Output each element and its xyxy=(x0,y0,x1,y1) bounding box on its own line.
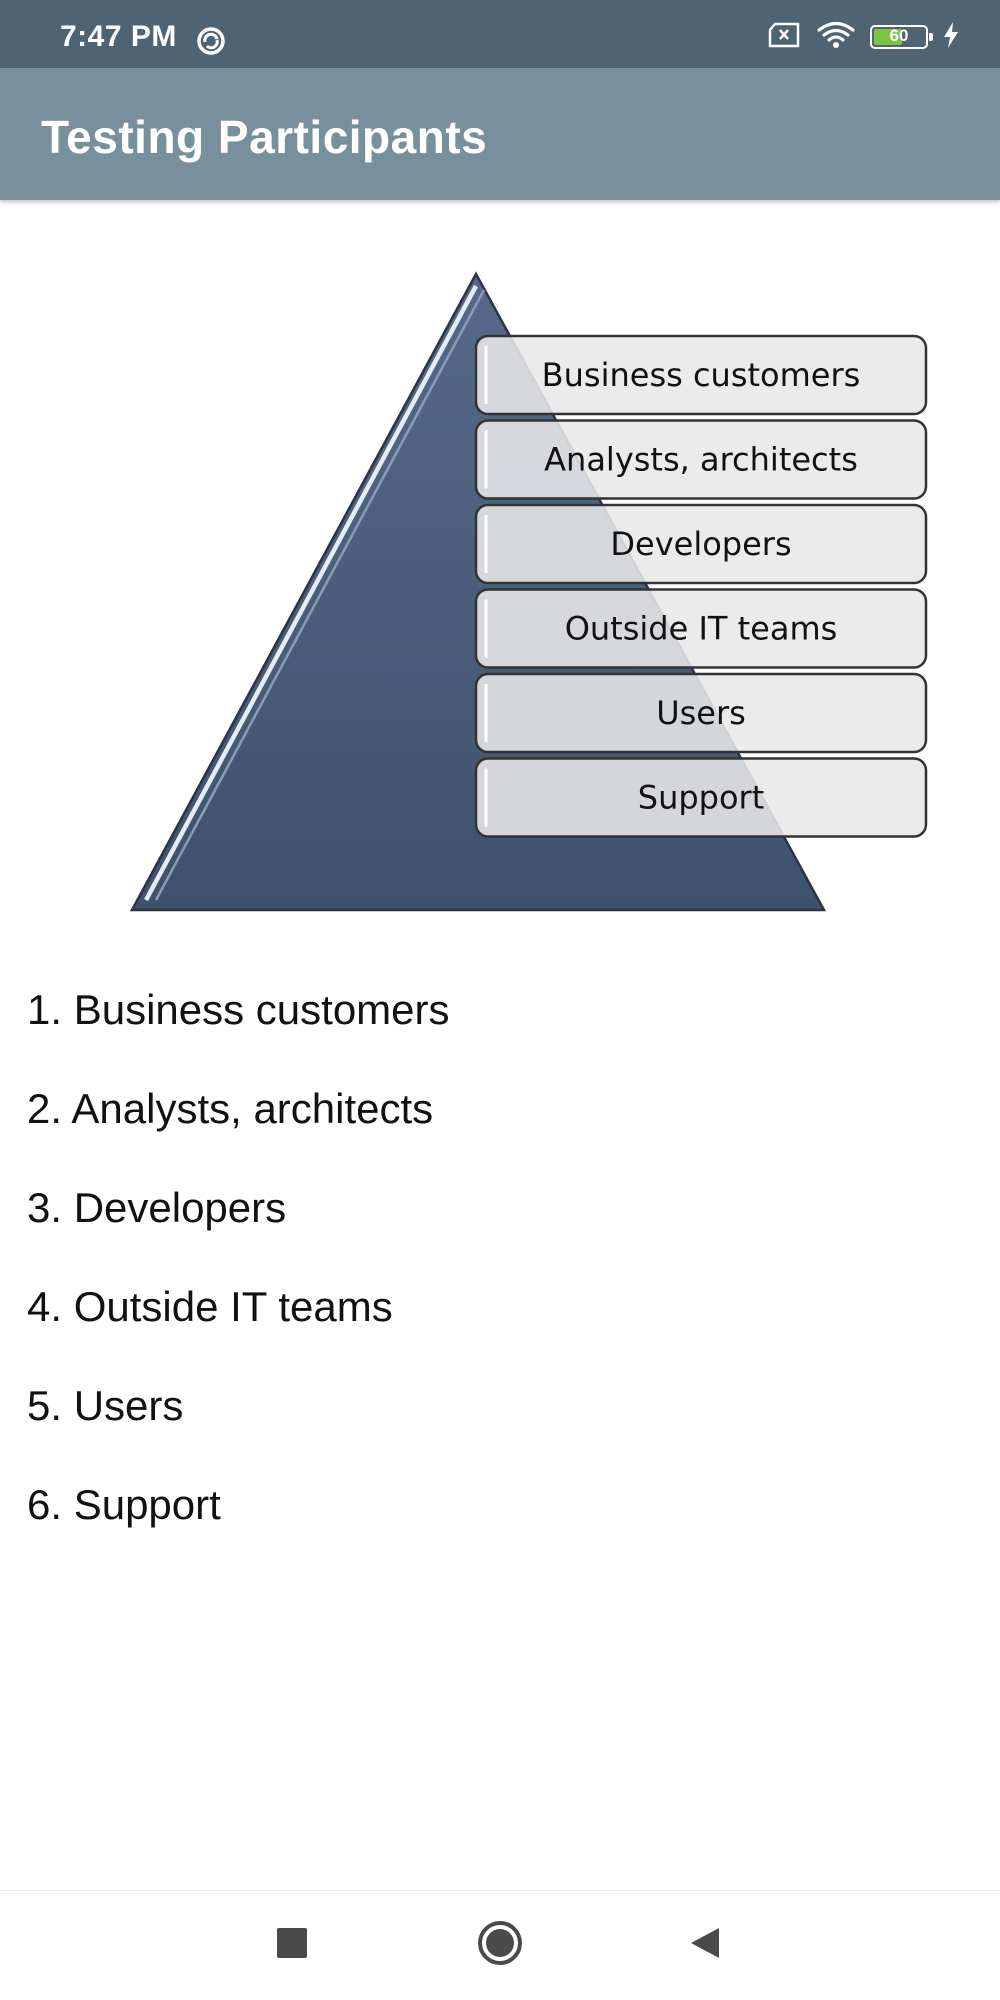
pyramid-level-label: Users xyxy=(656,694,746,732)
pyramid-highlight-soft xyxy=(154,289,486,901)
status-time: 7:47 PM xyxy=(60,20,177,53)
recents-icon xyxy=(277,1928,307,1958)
pyramid-level-box xyxy=(474,503,928,585)
back-button[interactable] xyxy=(675,1913,735,1973)
list-item: 2. Analysts, architects xyxy=(27,1085,434,1132)
list-item: 4. Outside IT teams xyxy=(27,1283,393,1330)
pyramid-level-box xyxy=(474,334,928,416)
sync-icon xyxy=(196,26,226,61)
charging-icon xyxy=(942,21,960,54)
status-bar: 7:47 PM xyxy=(0,0,1000,68)
page-title: Testing Participants xyxy=(41,111,488,163)
pyramid-level-label: Business customers xyxy=(542,356,861,394)
app-bar: Testing Participants xyxy=(0,68,1000,200)
battery-fill xyxy=(874,29,903,45)
no-sim-icon xyxy=(768,22,802,53)
pyramid-level-label: Outside IT teams xyxy=(565,610,838,648)
back-icon xyxy=(691,1928,719,1958)
pyramid-level-box xyxy=(474,757,928,838)
nav-bar xyxy=(0,1890,1000,2000)
pyramid-level-label: Developers xyxy=(610,525,791,563)
pyramid-level-box xyxy=(474,588,928,669)
pyramid-highlight xyxy=(144,284,478,902)
pyramid-level-box xyxy=(474,419,928,500)
participants-list: 1. Business customers 2. Analysts, archi… xyxy=(27,980,450,1574)
list-item: 1. Business customers xyxy=(27,986,450,1033)
battery-level: 60 xyxy=(889,26,909,45)
pyramid-level-label: Support xyxy=(638,779,765,817)
home-icon xyxy=(478,1921,522,1965)
recents-button[interactable] xyxy=(262,1913,322,1973)
list-item: 6. Support xyxy=(27,1481,221,1528)
home-button[interactable] xyxy=(470,1913,530,1973)
pyramid-level-label: Analysts, architects xyxy=(544,441,858,479)
wifi-icon xyxy=(816,20,856,55)
pyramid-level-box xyxy=(474,672,928,754)
list-item: 5. Users xyxy=(27,1382,184,1429)
status-icons: 60 xyxy=(768,20,960,55)
battery-icon: 60 xyxy=(870,25,933,49)
list-item: 3. Developers xyxy=(27,1184,287,1231)
